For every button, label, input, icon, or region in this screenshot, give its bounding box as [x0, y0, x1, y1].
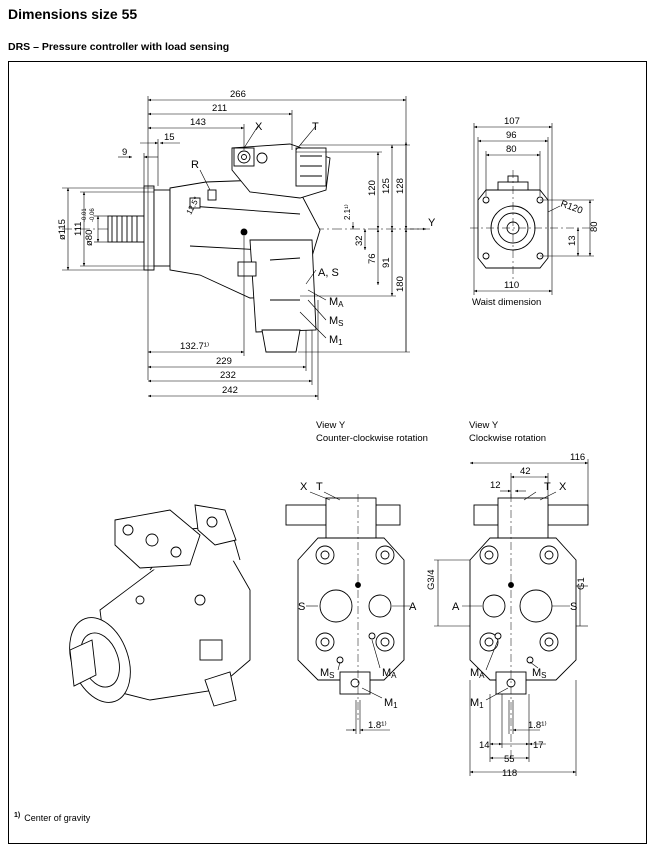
- view-y-ccw-texts: View Y Counter-clockwise rotation X T S …: [298, 420, 428, 731]
- dim-143: 143: [190, 117, 206, 128]
- waist-dimension-caption: Waist dimension: [472, 297, 541, 308]
- dim-91: 91: [381, 257, 392, 268]
- cw-label-a: A: [452, 601, 460, 613]
- cw-label-ms: MS: [532, 667, 547, 680]
- isometric-pump-view: [69, 504, 251, 707]
- view-y-ccw-dimensions: [306, 491, 410, 734]
- footnote-marker: 1): [14, 812, 21, 819]
- label-y: Y: [428, 217, 436, 229]
- view-cw-caption2: Clockwise rotation: [469, 433, 546, 444]
- dim-13: 13: [567, 235, 578, 246]
- end-view-texts: 107 96 80 110 13 80 R120 Waist dimension: [472, 116, 600, 308]
- dim-111: 111: [73, 222, 84, 236]
- view-y-cw-dimensions: [434, 459, 589, 776]
- dim-125: 125: [381, 178, 392, 194]
- ccw-label-s: S: [298, 601, 305, 613]
- dim-dia-115: ø115: [57, 219, 68, 240]
- center-of-gravity-mark: [240, 228, 248, 236]
- label-m1: M1: [329, 334, 343, 347]
- cw-label-m1: M1: [470, 697, 484, 710]
- footnote: 1)Center of gravity: [14, 812, 90, 823]
- side-view-texts: 266 211 143 15 9 X T R 12.5° 120 125 128…: [57, 89, 436, 396]
- view-ccw-caption2: Counter-clockwise rotation: [316, 433, 428, 444]
- cw-label-g1: G1: [576, 577, 587, 590]
- dim-2-1: 2.1¹⁾: [343, 204, 352, 220]
- dim-tol-upper: -0.01: [82, 208, 88, 222]
- dim-96: 96: [506, 130, 517, 141]
- ccw-label-x: X: [300, 481, 308, 493]
- label-t: T: [312, 121, 319, 133]
- end-view: [470, 170, 590, 280]
- dim-32: 32: [354, 235, 365, 246]
- dim-132-7: 132.7¹⁾: [180, 341, 209, 352]
- ccw-label-t: T: [316, 481, 323, 493]
- cw-label-t: T: [544, 481, 551, 493]
- dim-232: 232: [220, 370, 236, 381]
- dim-229: 229: [216, 356, 232, 367]
- dim-242: 242: [222, 385, 238, 396]
- label-a-s: A, S: [318, 267, 339, 279]
- dim-15: 15: [164, 132, 175, 143]
- view-y-cw: [469, 494, 589, 760]
- ccw-label-m1: M1: [384, 697, 398, 710]
- dim-110: 110: [504, 280, 519, 291]
- dim-80-right: 80: [589, 221, 600, 232]
- footnote-text: Center of gravity: [24, 813, 91, 823]
- mounting-flange: [143, 185, 155, 271]
- dim-211: 211: [212, 103, 227, 114]
- dim-128: 128: [395, 178, 406, 194]
- side-view-dimensions: [62, 96, 426, 400]
- dim-9: 9: [122, 147, 127, 158]
- cw-dim-1-8: 1.8¹⁾: [528, 720, 547, 731]
- cw-dim-116: 116: [570, 452, 585, 463]
- cw-label-ma: MA: [470, 667, 485, 680]
- dim-r120: R120: [559, 198, 584, 216]
- drawing-frame: [8, 61, 647, 844]
- cw-dim-42: 42: [520, 466, 531, 477]
- cw-dim-12: 12: [490, 480, 501, 491]
- cw-dim-118: 118: [502, 768, 517, 779]
- cw-dim-55: 55: [504, 754, 515, 765]
- dim-dia-80: ø80: [84, 230, 95, 246]
- label-x: X: [255, 121, 263, 133]
- ccw-label-a: A: [409, 601, 417, 613]
- page-subtitle: DRS – Pressure controller with load sens…: [8, 41, 230, 53]
- label-r: R: [191, 159, 199, 171]
- label-ma: MA: [329, 296, 344, 309]
- view-y-ccw: [285, 494, 405, 720]
- dim-266: 266: [230, 89, 246, 100]
- cw-label-g34: G3/4: [426, 569, 437, 590]
- cw-dim-14: 14: [479, 740, 490, 751]
- dim-tol-lower: -0.06: [90, 208, 96, 222]
- dim-120: 120: [367, 180, 378, 196]
- view-y-cw-texts: View Y Clockwise rotation 116 42 12 T X …: [426, 420, 587, 779]
- label-ms: MS: [329, 315, 344, 328]
- port-plate: [249, 239, 317, 333]
- ccw-dim-1-8: 1.8¹⁾: [368, 720, 387, 731]
- view-cw-caption1: View Y: [469, 420, 499, 431]
- dim-80-top: 80: [506, 144, 517, 155]
- dim-180: 180: [395, 276, 406, 292]
- dim-107: 107: [504, 116, 520, 127]
- cw-dim-17: 17: [533, 740, 544, 751]
- ccw-label-ms: MS: [320, 667, 335, 680]
- cw-label-x: X: [559, 481, 567, 493]
- cw-label-s: S: [570, 601, 577, 613]
- dim-76: 76: [367, 253, 378, 264]
- side-view: [62, 143, 430, 353]
- view-ccw-caption1: View Y: [316, 420, 346, 431]
- shaft: [107, 215, 145, 243]
- page-title: Dimensions size 55: [8, 6, 138, 22]
- end-view-dimensions: [473, 123, 594, 295]
- ccw-label-ma: MA: [382, 667, 397, 680]
